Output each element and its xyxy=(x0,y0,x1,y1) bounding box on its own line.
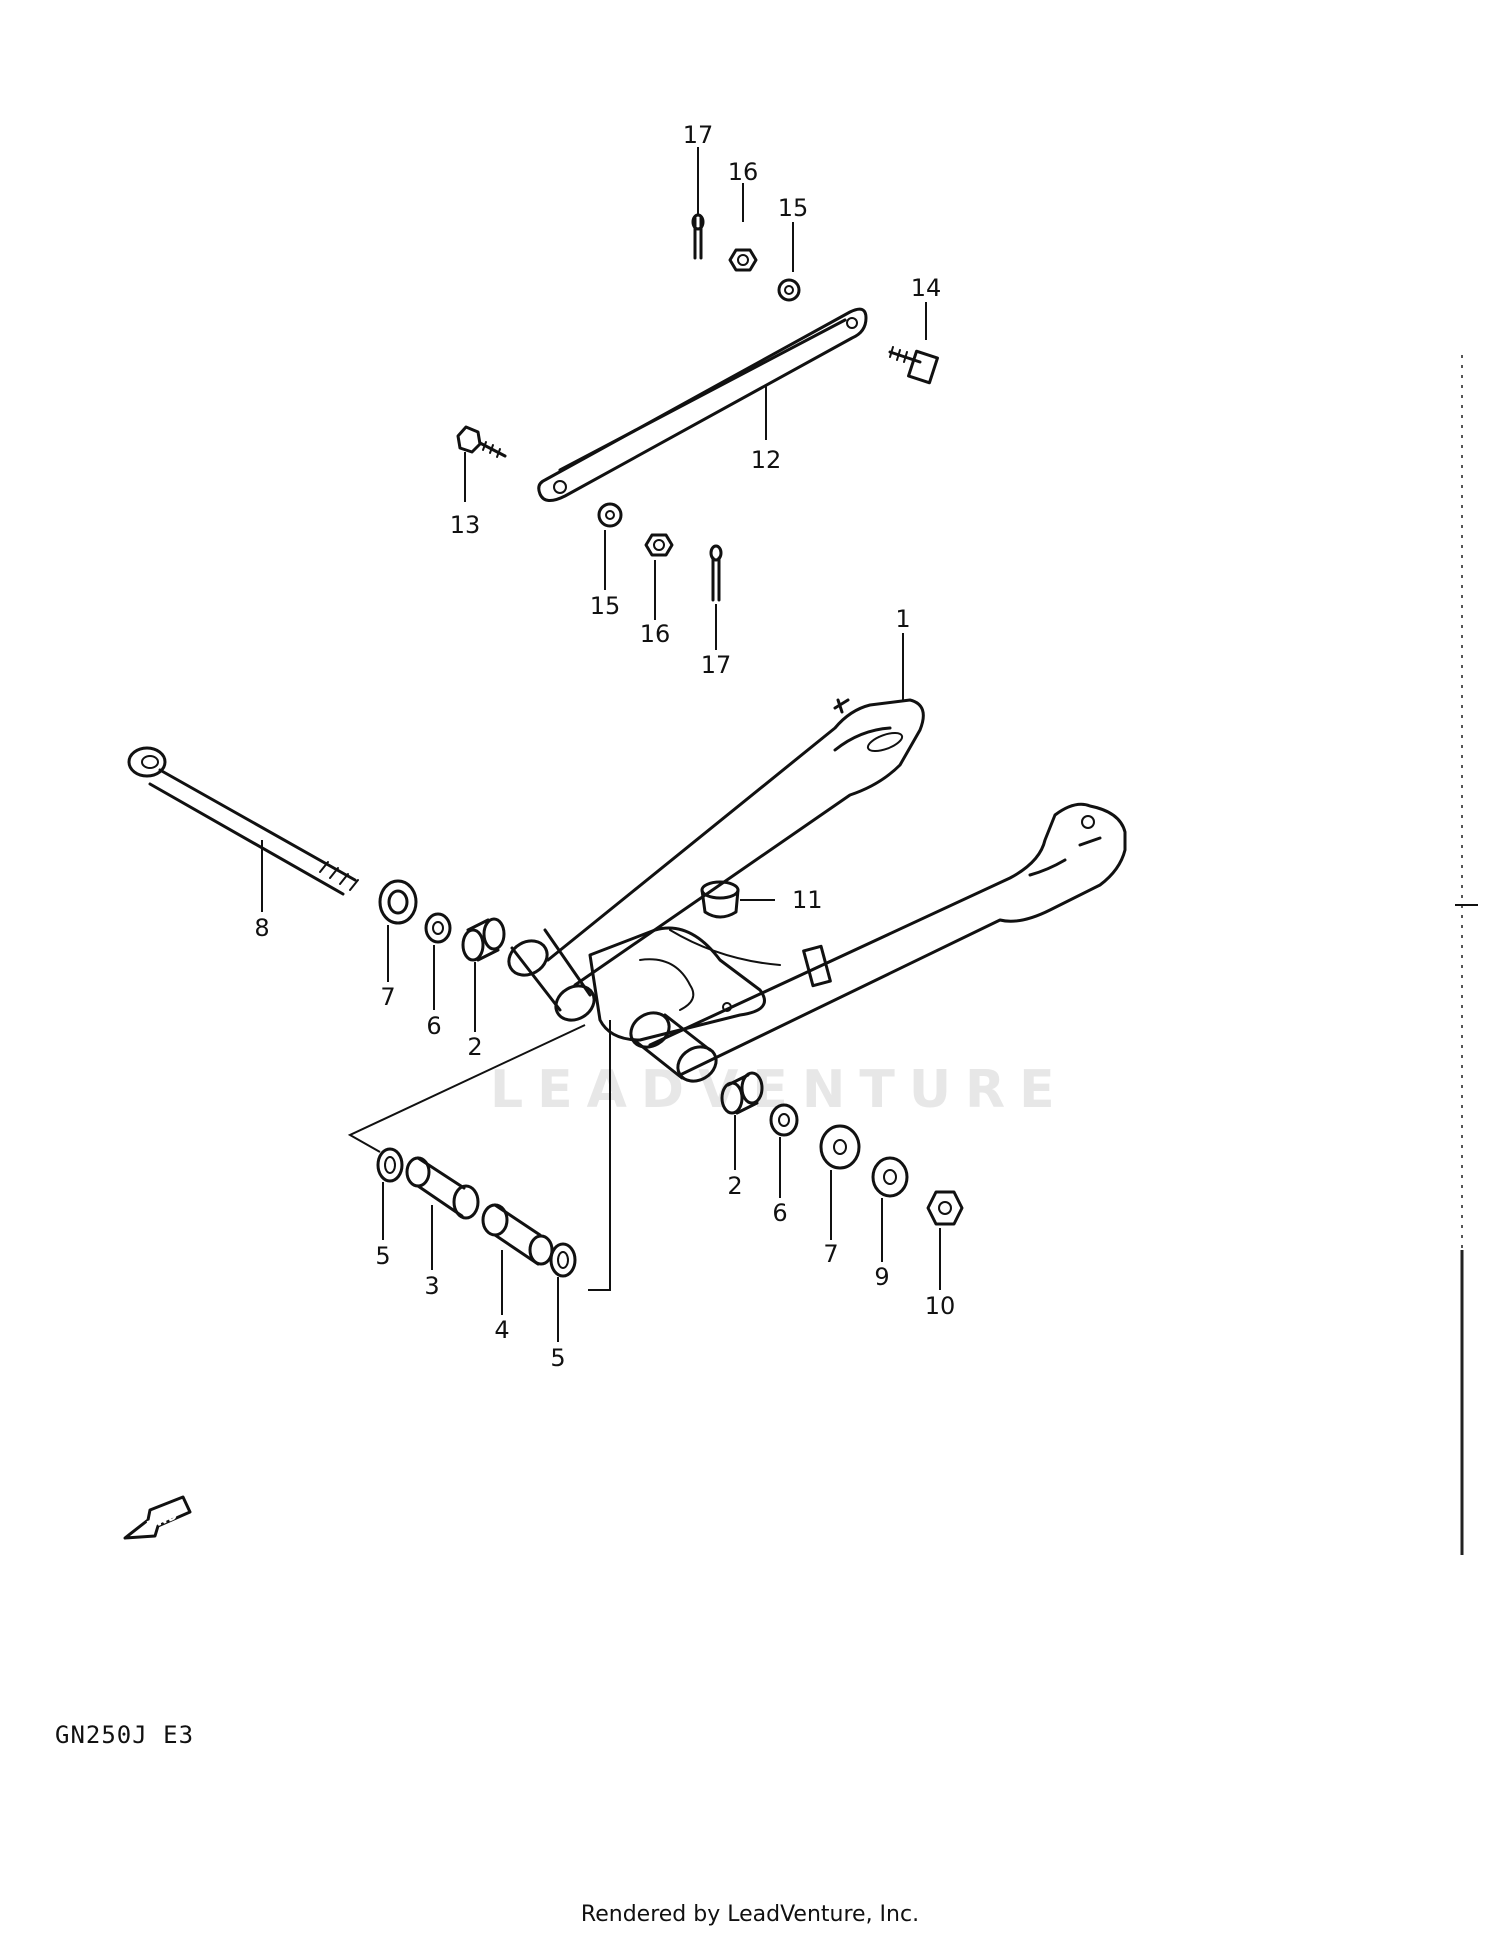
right-pivot-tube xyxy=(629,1011,718,1083)
callout-13: 13 xyxy=(450,511,481,539)
seal-5-left xyxy=(376,1147,404,1240)
callout-12: 12 xyxy=(751,446,782,474)
swingarm-1 xyxy=(507,633,1127,1083)
washer-6-right xyxy=(769,1103,799,1198)
callout-10: 10 xyxy=(925,1292,956,1320)
callout-15-top: 15 xyxy=(778,194,809,222)
callout-17-top: 17 xyxy=(683,121,714,149)
callout-9: 9 xyxy=(874,1263,889,1291)
watermark-text: LEADVENTURE xyxy=(490,1060,1069,1120)
callout-4: 4 xyxy=(494,1316,509,1344)
washer-bottom xyxy=(597,502,623,590)
footer-credit: Rendered by LeadVenture, Inc. xyxy=(580,1902,920,1927)
bolt-13 xyxy=(456,425,507,502)
callout-2-left: 2 xyxy=(467,1033,482,1061)
model-code: GN250J E3 xyxy=(55,1721,195,1749)
cotter-pin-top xyxy=(691,147,705,260)
callout-2-right: 2 xyxy=(727,1172,742,1200)
washer-6-left xyxy=(424,912,452,1010)
callout-1: 1 xyxy=(895,605,910,633)
cotter-pin-bottom xyxy=(709,544,723,650)
rubber-cushion-11 xyxy=(700,880,775,919)
left-pivot-tube xyxy=(507,928,596,1022)
spacer-4 xyxy=(481,1203,554,1315)
callout-7-left: 7 xyxy=(380,983,395,1011)
callout-5-right: 5 xyxy=(550,1344,565,1372)
washer-9 xyxy=(871,1156,909,1262)
dust-seal-7-right xyxy=(819,1124,861,1240)
pivot-shaft-8 xyxy=(127,746,359,912)
callout-16-bottom: 16 xyxy=(640,620,671,648)
callout-5-left: 5 xyxy=(375,1242,390,1270)
callout-15-bottom: 15 xyxy=(590,592,621,620)
callout-17-bottom: 17 xyxy=(701,651,732,679)
callout-6-left: 6 xyxy=(426,1012,441,1040)
callout-3: 3 xyxy=(424,1272,439,1300)
callout-8: 8 xyxy=(254,914,269,942)
bolt-14 xyxy=(888,302,939,385)
bearing-2-right xyxy=(720,1071,764,1170)
spacer-3 xyxy=(405,1156,480,1270)
fwd-arrow-icon: FWD xyxy=(123,1495,192,1540)
callout-14: 14 xyxy=(911,274,942,302)
seal-5-right xyxy=(549,1242,577,1342)
torque-link-12 xyxy=(537,307,868,502)
exploded-view-guide xyxy=(347,1020,611,1291)
scan-edge-marks xyxy=(1455,355,1478,1555)
callout-7-right: 7 xyxy=(823,1240,838,1268)
nut-top xyxy=(728,183,758,272)
nut-bottom xyxy=(644,533,674,620)
callout-16-top: 16 xyxy=(728,158,759,186)
washer-top xyxy=(777,222,801,302)
callout-11: 11 xyxy=(792,886,823,914)
dust-seal-7-left xyxy=(378,879,418,982)
callout-6-right: 6 xyxy=(772,1199,787,1227)
bearing-2-left xyxy=(461,917,506,1032)
nut-10 xyxy=(926,1190,964,1290)
